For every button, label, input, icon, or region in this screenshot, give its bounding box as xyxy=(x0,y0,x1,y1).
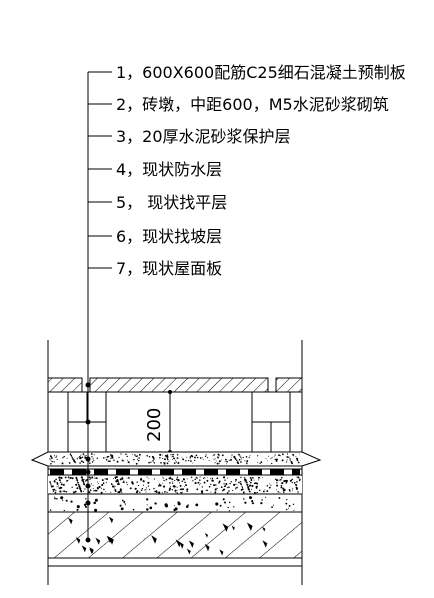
label-layer-1: 1，600X600配筋C25细石混凝土预制板 xyxy=(116,63,406,82)
layer-labels: 1，600X600配筋C25细石混凝土预制板 2，砖墩，中距600，M5水泥砂浆… xyxy=(116,63,406,278)
label-layer-6: 6，现状找坡层 xyxy=(116,227,222,246)
precast-slab-layer xyxy=(47,377,303,393)
label-layer-2: 2，砖墩，中距600，M5水泥砂浆砌筑 xyxy=(116,95,389,114)
waterproof-layer xyxy=(48,468,302,476)
slope-aggregate xyxy=(49,496,295,512)
leader-dots xyxy=(85,382,91,543)
mortar-stipple xyxy=(49,453,301,465)
leveling-layer xyxy=(48,476,302,495)
label-layer-4: 4，现状防水层 xyxy=(116,160,222,179)
height-dimension: 200 xyxy=(144,390,175,454)
label-layer-7: 7，现状屋面板 xyxy=(116,259,222,278)
concrete-aggregate xyxy=(68,516,268,556)
leader-lines xyxy=(87,71,112,542)
label-layer-5: 5， 现状找平层 xyxy=(116,193,227,212)
roof-slab-layer xyxy=(48,512,302,567)
leveling-stipple xyxy=(49,476,301,494)
mortar-protective-layer xyxy=(30,451,322,467)
label-layer-3: 3，20厚水泥砂浆保护层 xyxy=(116,127,291,146)
brick-pier-right xyxy=(251,391,291,453)
dimension-label: 200 xyxy=(144,408,165,442)
